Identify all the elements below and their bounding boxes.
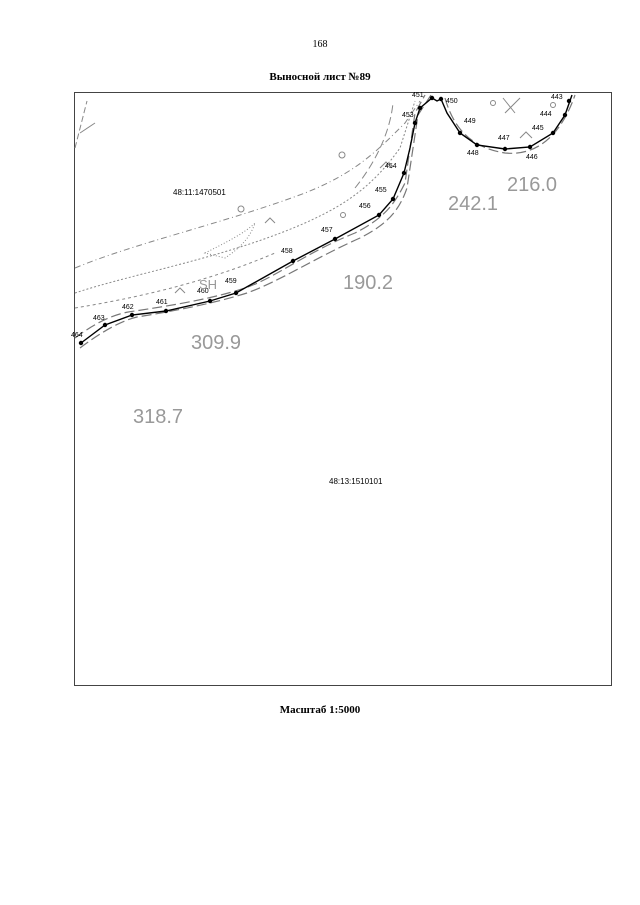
boundary-point [78,340,84,346]
elevation-label: 190.2 [343,272,393,294]
terrain-mark [379,161,393,169]
point-label: 450 [446,98,458,105]
circle-symbol [237,205,245,213]
point-label: 451 [412,92,424,99]
dotted-line-1 [74,100,416,294]
boundary-point [429,95,435,101]
tick-mark-left [79,122,96,134]
sheet-title: Выносной лист №89 [269,71,371,83]
point-label: 464 [71,332,83,339]
boundary-point [566,98,572,104]
point-label: 462 [122,304,134,311]
circle-symbol [338,151,346,159]
point-label: 443 [551,94,563,101]
elevation-label: 318.7 [133,406,183,428]
boundary-point [401,170,407,176]
point-label: 445 [532,125,544,132]
boundary-point [163,308,169,314]
boundary-point [550,130,556,136]
point-label: 453 [402,112,414,119]
circle-symbol [490,100,496,106]
scale-label: Масштаб 1:5000 [279,704,361,716]
boundary-point [502,146,508,152]
boundary-point [412,120,418,126]
boundary-point [332,236,338,242]
point-label: 459 [225,278,237,285]
elevation-label: 242.1 [448,193,498,215]
dotted-line-2 [74,252,276,309]
boundary-point [376,212,382,218]
point-label: 447 [498,135,510,142]
boundary-point [562,112,568,118]
boundary-point [474,142,480,148]
boundary-point [290,258,296,264]
elevation-label: 309.9 [191,332,241,354]
point-label: 448 [467,150,479,157]
page-number: 168 [312,39,328,50]
boundary-point [102,322,108,328]
point-label: 455 [375,187,387,194]
dotted-shape [203,222,256,259]
point-label: 460 [197,288,209,295]
terrain-mark [502,97,521,114]
terrain-mark [264,217,276,224]
point-label: 463 [93,315,105,322]
boundary-point [207,298,213,304]
point-label: 461 [156,299,168,306]
cadastral-map: 464 463 462 461 460 459 458 457 456 455 … [71,92,576,486]
boundary-point [457,130,463,136]
point-label: 458 [281,248,293,255]
point-label: 449 [464,118,476,125]
point-label: 444 [540,111,552,118]
boundary-point [129,312,135,318]
map-frame[interactable]: 464 463 462 461 460 459 458 457 456 455 … [71,92,612,686]
parcel-id-upper: 48:11:1470501 [173,188,226,197]
point-label: 457 [321,227,333,234]
point-label: 456 [359,203,371,210]
parcel-id-main: 48:13:1510101 [329,477,383,486]
boundary-point [438,96,444,102]
road-dash-upper [74,94,426,339]
boundary-point [527,144,533,150]
point-label: 454 [385,163,397,170]
elevation-label: 216.0 [507,174,557,196]
circle-symbol [550,102,556,108]
boundary-point [417,105,423,111]
dash-line-1 [74,100,421,269]
terrain-mark [519,131,533,139]
parcel-boundary [80,94,573,344]
boundary-point [390,196,396,202]
road-dash-lower [79,94,432,349]
circle-symbol [340,212,346,218]
road-dash-right [444,94,576,154]
point-label: 446 [526,154,538,161]
dash-line-2 [354,102,394,189]
dash-line-left [74,100,88,149]
boundary-point [233,290,239,296]
elevation-label: SH [199,277,217,292]
terrain-mark [174,287,186,294]
